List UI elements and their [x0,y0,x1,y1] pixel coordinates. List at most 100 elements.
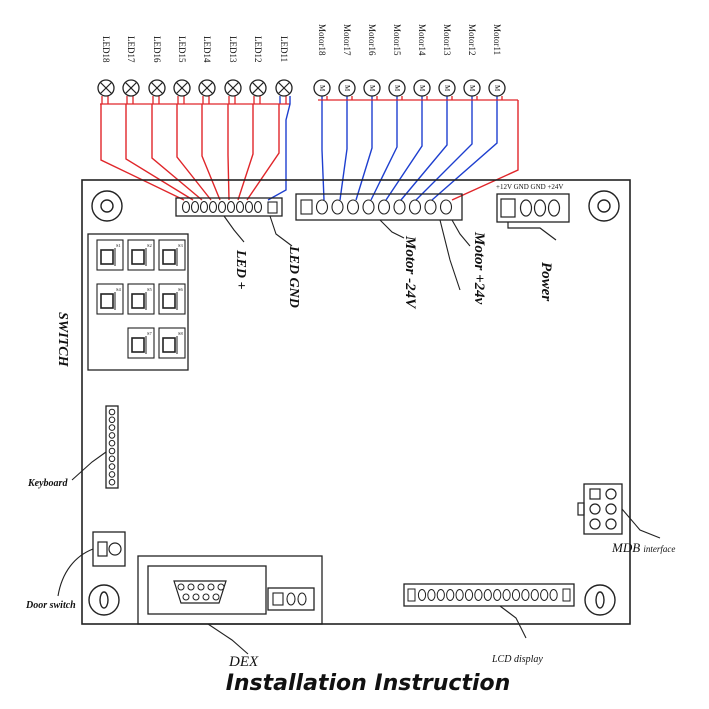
switch-button [162,337,176,353]
dex-pin [217,583,225,591]
dex-aux-pin [272,592,284,606]
motor-plus-leader [451,219,471,247]
mounting-hole-top-left [91,190,123,222]
motor-pin [346,199,360,215]
lamp-cross [151,82,163,94]
switch-body [158,239,186,271]
motor-pin [408,199,422,215]
switch-body [127,327,155,359]
dex-pin [192,593,200,601]
power-pin [547,199,561,217]
motor-symbol: M [418,85,426,92]
motor-minus-label: Motor -24V [402,235,418,310]
motor-label: Motor16 [367,24,377,56]
lamp-cross [100,82,112,94]
door-pin [108,542,122,556]
power-pin [519,199,533,217]
motor-plus-leader-2 [439,219,461,291]
lcd-pin [464,589,474,601]
led-label: LED13 [228,36,238,63]
led-pin [235,200,245,214]
led-label: LED17 [126,36,136,63]
motor-pin [377,199,391,215]
motor-icon [338,79,356,97]
lcd-pin [530,589,539,601]
led-plus-wire [100,104,185,201]
dex-pin [207,583,215,591]
lcd-leader [499,605,527,639]
lamp-cross [125,82,137,94]
led-pin [217,200,227,214]
keyboard-header [105,405,119,489]
switch-tag: S3 [178,243,184,248]
motor-label: Motor18 [317,24,327,56]
motor-icon [438,79,456,97]
door-switch-label: Door switch [25,600,76,611]
power-pin [533,199,547,217]
motor-icon [388,79,406,97]
power-leader [507,222,557,241]
door-switch-leader [57,548,94,597]
mounting-hole-top-right [588,190,620,222]
switch-body [158,283,186,315]
motor-minus-wire [385,96,423,201]
motor-plus-label: Motor +24v [471,231,487,305]
motor-minus-wire [321,96,325,201]
switch-body [96,239,124,271]
lcd-pin [493,589,502,601]
motor-pin [424,199,437,215]
store-watermark: Store No: 1863217 [270,345,438,367]
mdb-leader [621,508,661,539]
lcd-pin [436,589,445,601]
power-pin-square [500,198,516,218]
dex-aux-pin [286,592,296,606]
switch-button [162,293,176,309]
led-plus-wire [246,104,280,201]
led-plus-label: LED + [233,249,248,290]
mounting-hole-bottom-left [88,584,120,616]
dex-leader [207,623,249,655]
led-plus-wire [227,104,230,201]
lcd-pin-end [562,588,571,602]
switch-body [127,239,155,271]
board-outline [81,179,631,625]
door-pin-square [97,541,108,557]
mdb-pin [605,518,617,530]
dex-aux-pin [297,592,307,606]
led-plus-wire [125,104,194,201]
lcd-pin [427,589,436,601]
lcd-pin [446,589,455,601]
switch-tag: S7 [147,331,153,336]
switch-tag: S2 [147,243,152,248]
motor-minus-wire [431,96,498,201]
led-pin [190,200,200,214]
switch-button [162,249,176,265]
power-pin-labels: +12V GND GND +24V [496,183,563,191]
switch-body [96,283,124,315]
lamp-cross [201,82,213,94]
mdb-pin [589,503,601,515]
motor-minus-leader [379,219,405,239]
led-gnd-pin [267,201,278,214]
led-gnd-leader [269,215,293,247]
motor-minus-wire [355,96,373,201]
led-pin [226,200,236,214]
led-label: LED14 [202,36,212,63]
lcd-pin [474,589,483,601]
keyboard-label: Keyboard [27,478,68,489]
led-gnd-label: LED GND [286,245,301,308]
motor-icon [363,79,381,97]
led-plus-wire [176,104,212,201]
lcd-label: LCD display [491,654,543,665]
keyboard-pins [108,408,116,486]
motor-pin [362,199,375,215]
motor-label: Motor14 [417,24,427,56]
led-label: LED12 [253,36,263,63]
led-plus-wire [237,104,254,201]
motor-label: Motor15 [392,24,402,56]
dex-pins [177,583,225,601]
lamp-cross [278,82,290,94]
switch-button [100,293,114,309]
motor-pin [393,199,406,215]
